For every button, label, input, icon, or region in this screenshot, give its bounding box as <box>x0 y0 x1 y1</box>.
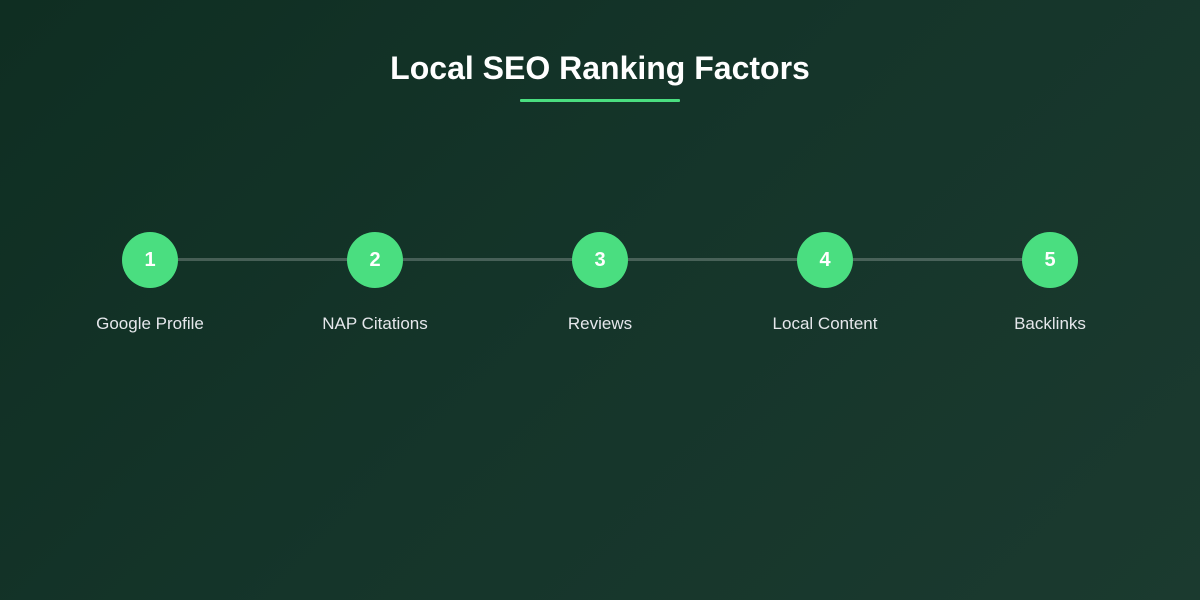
step-label: NAP Citations <box>322 314 428 333</box>
step-label: Backlinks <box>1014 314 1086 333</box>
step-5: 5 Backlinks <box>950 232 1150 334</box>
step-3: 3 Reviews <box>500 232 700 334</box>
step-number-badge: 5 <box>1022 232 1078 288</box>
step-label: Google Profile <box>96 314 204 333</box>
step-number-badge: 1 <box>122 232 178 288</box>
step-4: 4 Local Content <box>725 232 925 334</box>
step-label: Local Content <box>772 314 878 333</box>
step-number-badge: 3 <box>572 232 628 288</box>
step-2: 2 NAP Citations <box>275 232 475 334</box>
step-number-badge: 2 <box>347 232 403 288</box>
step-number-badge: 4 <box>797 232 853 288</box>
title-underline <box>520 99 680 102</box>
step-1: 1 Google Profile <box>50 232 250 334</box>
page-title: Local SEO Ranking Factors <box>390 50 810 86</box>
step-label: Reviews <box>567 314 633 333</box>
